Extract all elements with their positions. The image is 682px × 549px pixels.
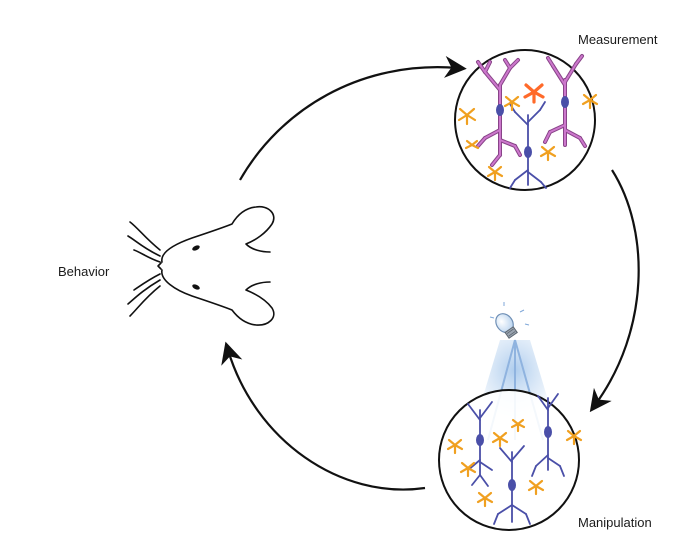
measurement-neuron-circle bbox=[454, 49, 599, 191]
astrocyte-icon bbox=[457, 93, 599, 182]
measurement-label: Measurement bbox=[578, 32, 658, 47]
arrow-manipulation-to-behavior bbox=[221, 341, 426, 491]
behavior-label: Behavior bbox=[58, 264, 110, 279]
active-astrocyte-icon bbox=[523, 83, 545, 104]
light-bulb-icon bbox=[495, 313, 518, 339]
manipulation-label: Manipulation bbox=[578, 515, 652, 530]
arrow-behavior-to-measurement bbox=[239, 55, 467, 181]
mouse-icon bbox=[127, 205, 275, 326]
astrocyte-icon bbox=[446, 418, 583, 508]
light-ray-ticks bbox=[489, 302, 530, 326]
arrow-measurement-to-manipulation bbox=[589, 169, 640, 413]
manipulation-neuron-circle bbox=[438, 389, 583, 531]
